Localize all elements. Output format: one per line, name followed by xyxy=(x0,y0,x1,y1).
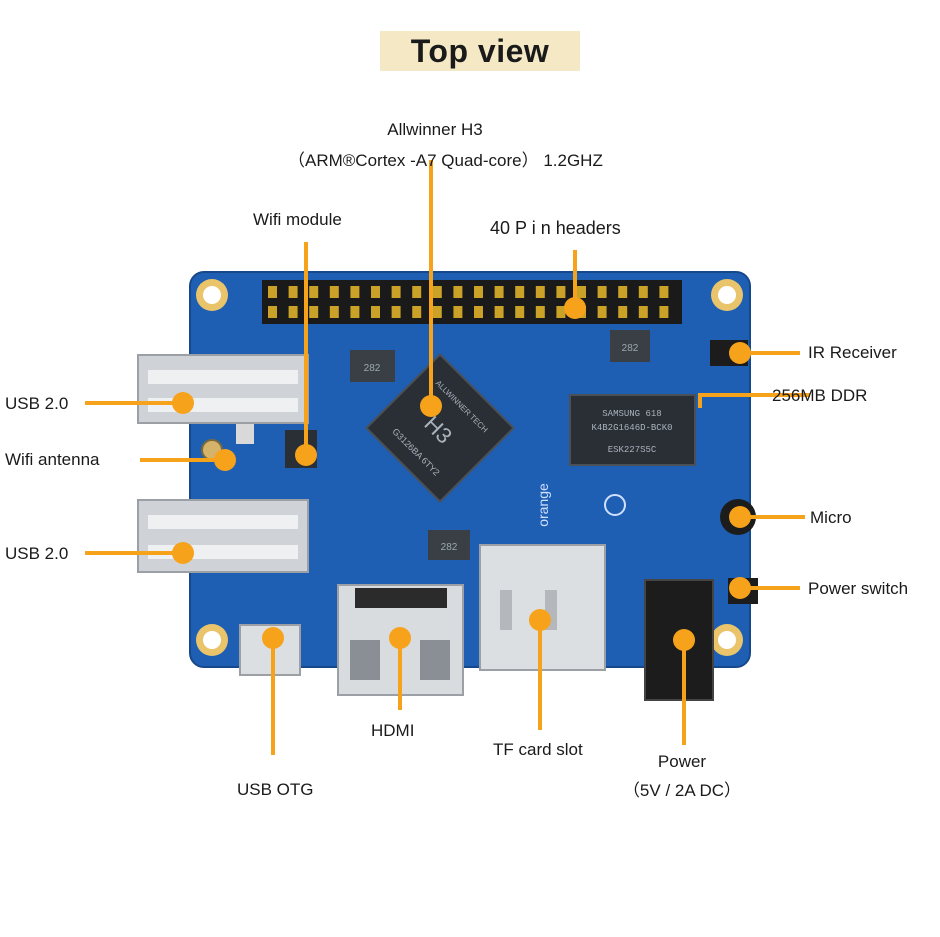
header-pin xyxy=(309,286,319,298)
header-pin xyxy=(371,286,380,298)
label-hdmi: HDMI xyxy=(371,721,415,740)
header-pin xyxy=(288,306,298,318)
leader-lines xyxy=(85,160,810,755)
header-pin xyxy=(494,286,504,298)
header-pin xyxy=(391,286,401,298)
header-pin xyxy=(577,286,586,298)
label-power-line2: （5V / 2A DC） xyxy=(622,781,742,800)
label-micro: Micro xyxy=(810,508,852,527)
header-pin xyxy=(350,286,360,298)
tf-slot xyxy=(479,544,606,671)
header-pin xyxy=(597,306,607,318)
usb-port-top xyxy=(137,354,309,424)
label-usb-otg: USB OTG xyxy=(237,780,314,799)
header-pin xyxy=(535,306,545,318)
header-pin xyxy=(268,306,277,318)
label-usb-bottom: USB 2.0 xyxy=(5,544,69,563)
label-soc-line1: Allwinner H3 xyxy=(387,120,483,139)
header-pin xyxy=(494,306,504,318)
ram-line2: K4B2G1646D-BCK0 xyxy=(591,423,672,433)
header-pin xyxy=(659,286,669,298)
header-pin xyxy=(371,306,380,318)
header-pin xyxy=(329,306,339,318)
label-wifi-antenna: Wifi antenna xyxy=(5,450,100,469)
header-pin xyxy=(391,306,401,318)
header-pin xyxy=(432,306,442,318)
svg-text:282: 282 xyxy=(441,542,458,553)
header-pin xyxy=(288,286,298,298)
header-pin xyxy=(515,286,525,298)
label-pin-headers: 40 P i n headers xyxy=(490,218,621,238)
label-power-switch: Power switch xyxy=(808,579,909,598)
header-pin xyxy=(329,286,339,298)
header-pin xyxy=(638,286,648,298)
leader-dots xyxy=(172,297,751,651)
header-pin xyxy=(432,286,442,298)
brand-mark: orange xyxy=(535,483,551,527)
header-pin xyxy=(659,306,669,318)
ram-line1: SAMSUNG 618 xyxy=(602,409,661,419)
pin-header xyxy=(262,280,682,324)
header-pin xyxy=(556,306,566,318)
header-pin xyxy=(618,306,628,318)
header-pin xyxy=(556,286,566,298)
header-pin xyxy=(309,306,319,318)
usb-port-bottom xyxy=(137,499,309,573)
header-pin xyxy=(515,306,525,318)
header-pin xyxy=(597,286,607,298)
label-power-line1: Power xyxy=(657,752,707,771)
ram-line3: ESK227S5C xyxy=(608,445,657,455)
header-pin xyxy=(453,306,463,318)
soc-chip: H3 ALLWINNER TECH G3126BA 6TY2 xyxy=(365,353,515,503)
page-title: Top view xyxy=(380,31,580,71)
small-ics: 282 282 282 orange xyxy=(236,330,650,560)
header-pin xyxy=(268,286,277,298)
label-usb-top: USB 2.0 xyxy=(5,394,69,413)
label-ddr: 256MB DDR xyxy=(772,386,868,405)
header-pin xyxy=(412,286,422,298)
header-pin xyxy=(474,286,483,298)
header-pin xyxy=(638,306,648,318)
header-pin xyxy=(350,306,360,318)
header-pin xyxy=(412,306,422,318)
label-wifi-module: Wifi module xyxy=(253,210,342,229)
ram-chip: SAMSUNG 618 K4B2G1646D-BCK0 ESK227S5C xyxy=(569,394,696,466)
label-tf-slot: TF card slot xyxy=(493,740,583,759)
header-pin xyxy=(474,306,483,318)
svg-text:282: 282 xyxy=(364,363,381,374)
svg-text:282: 282 xyxy=(622,343,639,354)
label-ir-receiver: IR Receiver xyxy=(808,343,897,362)
label-soc-line2: （ARM®Cortex -A7 Quad-core） 1.2GHZ xyxy=(288,151,603,170)
header-pin xyxy=(618,286,628,298)
header-pin xyxy=(453,286,463,298)
header-pin xyxy=(535,286,545,298)
mounting-holes xyxy=(196,279,743,656)
